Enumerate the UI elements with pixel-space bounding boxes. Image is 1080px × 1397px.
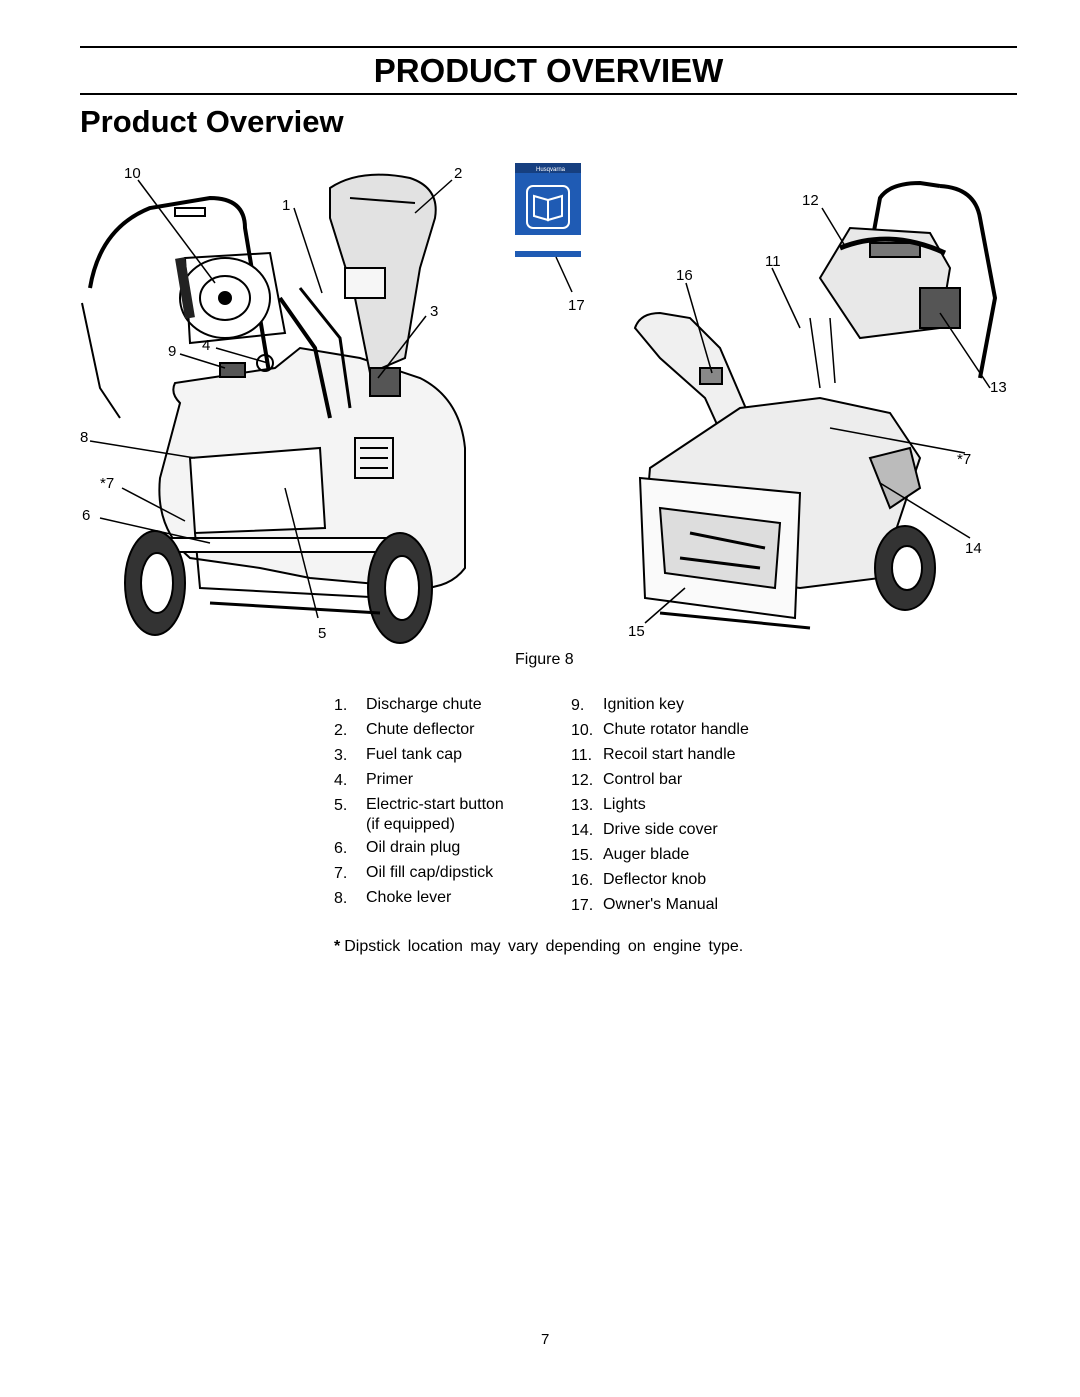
item-number: 11. bbox=[571, 747, 593, 764]
item-label: Drive side cover bbox=[603, 821, 718, 838]
item-label: Primer bbox=[366, 771, 414, 788]
item-number: 6. bbox=[334, 840, 348, 857]
item-label: Deflector knob bbox=[603, 871, 707, 888]
parts-list-left: 1. Discharge chute 2. Chute deflector 3. Fu… bbox=[334, 696, 564, 914]
callout-7-right: *7 bbox=[957, 451, 971, 468]
list-item: 5. Electric-start button bbox=[334, 796, 564, 816]
callout-6: 6 bbox=[82, 507, 90, 524]
list-item: 2. Chute deflector bbox=[334, 721, 564, 741]
item-label: Choke lever bbox=[366, 889, 452, 906]
item-label: Ignition key bbox=[603, 696, 684, 713]
item-label: Auger blade bbox=[603, 846, 690, 863]
note-text: Dipstick location may vary depending on … bbox=[344, 938, 744, 955]
callout-12: 12 bbox=[802, 192, 819, 209]
list-item: 16. Deflector knob bbox=[571, 871, 821, 891]
list-item: 10. Chute rotator handle bbox=[571, 721, 821, 741]
item-number: 5. bbox=[334, 797, 348, 814]
item-label: Owner's Manual bbox=[603, 896, 719, 913]
item-label: Electric-start button bbox=[366, 796, 504, 813]
snowblower-illustration: 10 2 1 3 9 4 8 *7 6 5 Husqvarna bbox=[80, 163, 1007, 644]
callout-10: 10 bbox=[124, 165, 141, 182]
right-snowblower bbox=[633, 180, 998, 630]
callout-16: 16 bbox=[676, 267, 693, 284]
item-number: 1. bbox=[334, 697, 348, 714]
callout-13: 13 bbox=[990, 379, 1007, 396]
left-callouts: 10 2 1 3 9 4 8 *7 6 5 bbox=[80, 165, 462, 642]
list-item: 17. Owner's Manual bbox=[571, 896, 821, 916]
item-label: Lights bbox=[603, 796, 646, 813]
item-label: Chute deflector bbox=[366, 721, 475, 738]
item-number: 4. bbox=[334, 772, 348, 789]
item-number: 10. bbox=[571, 722, 594, 739]
callout-1: 1 bbox=[282, 197, 290, 214]
callout-4: 4 bbox=[202, 337, 210, 354]
manual-logo-text: Husqvarna bbox=[536, 167, 566, 173]
left-snowblower bbox=[81, 173, 466, 644]
list-item: 4. Primer bbox=[334, 771, 564, 791]
item-label: Fuel tank cap bbox=[366, 746, 463, 763]
item-number: 7. bbox=[334, 865, 348, 882]
list-item: 6. Oil drain plug bbox=[334, 839, 564, 859]
dipstick-note: *Dipstick location may vary depending on… bbox=[334, 938, 743, 956]
item-number: 8. bbox=[334, 890, 348, 907]
callout-15: 15 bbox=[628, 623, 645, 640]
item-label: Oil drain plug bbox=[366, 839, 461, 856]
list-item: 9. Ignition key bbox=[571, 696, 821, 716]
item-number: 12. bbox=[571, 772, 594, 789]
list-item: 15. Auger blade bbox=[571, 846, 821, 866]
left-leader-lines bbox=[89, 179, 453, 619]
parts-list-right: 9. Ignition key 10. Chute rotator handle 1… bbox=[571, 696, 821, 921]
owners-manual-icon: Husqvarna bbox=[515, 163, 581, 257]
item-label: Discharge chute bbox=[366, 696, 482, 713]
page-title: Product Overview bbox=[80, 104, 344, 139]
banner-rule bbox=[80, 93, 1017, 95]
right-leader-lines bbox=[644, 207, 991, 624]
list-item: 11. Recoil start handle bbox=[571, 746, 821, 766]
list-item: 13. Lights bbox=[571, 796, 821, 816]
callout-9: 9 bbox=[168, 343, 176, 360]
item-label: (if equipped) bbox=[366, 816, 455, 833]
list-item: 8. Choke lever bbox=[334, 889, 564, 909]
list-item: 3. Fuel tank cap bbox=[334, 746, 564, 766]
figure-caption: Figure 8 bbox=[515, 651, 574, 668]
list-item: 1. Discharge chute bbox=[334, 696, 564, 716]
callout-8: 8 bbox=[80, 429, 88, 446]
list-item: 12. Control bar bbox=[571, 771, 821, 791]
item-label: Chute rotator handle bbox=[603, 721, 749, 738]
item-number: 14. bbox=[571, 822, 594, 839]
item-number: 9. bbox=[571, 697, 585, 714]
item-number: 2. bbox=[334, 722, 348, 739]
item-number: 15. bbox=[571, 847, 594, 864]
item-label: Oil fill cap/dipstick bbox=[366, 864, 494, 881]
note-asterisk: * bbox=[334, 938, 341, 955]
item-number: 13. bbox=[571, 797, 594, 814]
list-item: 7. Oil fill cap/dipstick bbox=[334, 864, 564, 884]
callout-7-left: *7 bbox=[100, 475, 114, 492]
product-figure: 10 2 1 3 9 4 8 *7 6 5 Husqvarna bbox=[60, 158, 1020, 648]
item-label: Recoil start handle bbox=[603, 746, 736, 763]
item-number: 17. bbox=[571, 897, 594, 914]
page-number: 7 bbox=[541, 1331, 550, 1348]
right-callouts: 12 11 16 17 13 *7 14 15 bbox=[568, 192, 1007, 640]
item-label: Control bar bbox=[603, 771, 683, 788]
section-banner: PRODUCT OVERVIEW bbox=[373, 52, 724, 89]
list-item-continuation: (if equipped) bbox=[334, 816, 564, 834]
callout-14: 14 bbox=[965, 540, 982, 557]
callout-2: 2 bbox=[454, 165, 462, 182]
item-number: 3. bbox=[334, 747, 348, 764]
callout-11: 11 bbox=[765, 253, 781, 270]
item-number bbox=[334, 816, 366, 834]
callout-17: 17 bbox=[568, 297, 585, 314]
item-number: 16. bbox=[571, 872, 594, 889]
callout-3: 3 bbox=[430, 303, 438, 320]
top-rule bbox=[80, 46, 1017, 48]
manual-leader bbox=[555, 256, 573, 293]
list-item: 14. Drive side cover bbox=[571, 821, 821, 841]
callout-5: 5 bbox=[318, 625, 326, 642]
